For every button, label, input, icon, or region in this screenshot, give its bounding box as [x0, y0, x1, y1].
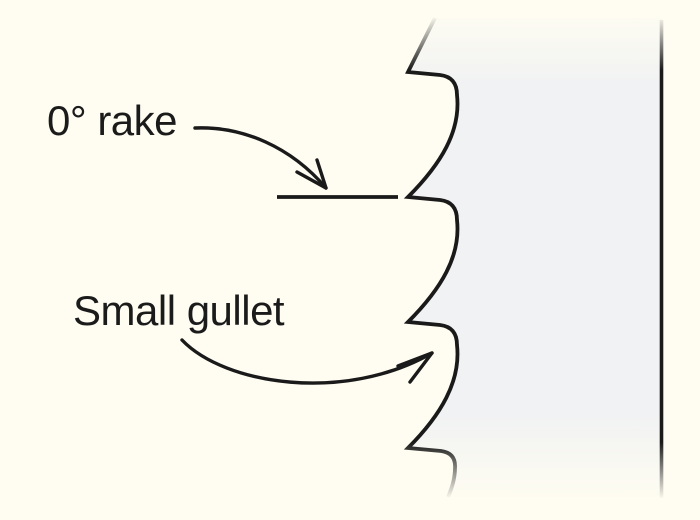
gullet-arrowhead: [396, 351, 434, 384]
blade-body-fill: [408, 18, 662, 497]
gullet-arrow-shaft: [180, 338, 434, 385]
rake-label: 0° rake: [47, 97, 178, 144]
rake-arrow-shaft: [193, 126, 328, 190]
gullet-label: Small gullet: [73, 287, 285, 334]
tooth-profile-line: [403, 17, 460, 498]
rake-arrowhead: [295, 158, 328, 190]
